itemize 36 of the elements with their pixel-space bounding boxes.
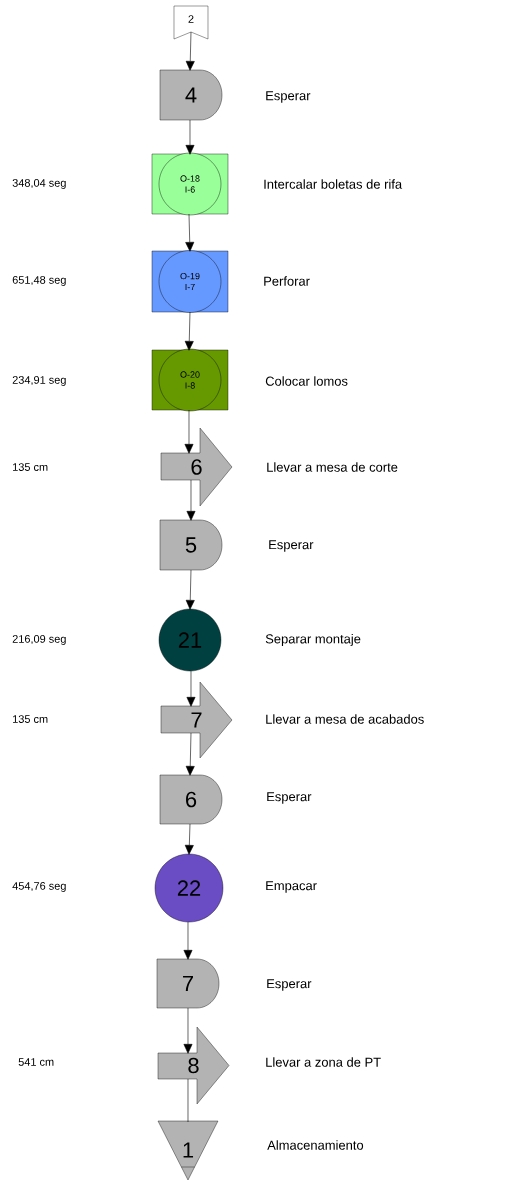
arrow [183, 921, 193, 960]
arrow [185, 119, 195, 155]
step-label: Almacenamiento [267, 1140, 364, 1150]
measure-label: 216,09 seg [12, 635, 66, 645]
arrow [186, 670, 196, 707]
arrow [185, 213, 195, 252]
step-label: Perforar [264, 276, 310, 286]
step-label: Empacar [266, 881, 317, 893]
connector-line [187, 1078, 189, 1123]
measure-label: 135 cm [13, 715, 48, 723]
step-label: Esperar [267, 792, 312, 804]
arrow [185, 569, 195, 610]
measure-label: 541 cm [18, 1058, 54, 1066]
storage-triangle: 1 [157, 1120, 219, 1180]
step-label: Colocar lomos [265, 376, 348, 386]
step-label: Separar montaje [265, 633, 361, 647]
measure-label: 651,48 seg [12, 276, 66, 286]
arrow [183, 1007, 193, 1054]
arrow [184, 823, 194, 855]
step-label: Llevar a mesa de corte [267, 462, 398, 472]
step-label: Esperar [266, 91, 311, 103]
measure-label: 135 cm [13, 463, 48, 471]
step-label: Llevar a zona de PT [266, 1057, 381, 1067]
step-label: Intercalar boletas de rifa [264, 179, 403, 189]
arrow [186, 479, 196, 521]
step-label: Esperar [269, 540, 314, 552]
arrow [184, 409, 194, 454]
arrow [185, 31, 195, 71]
arrow [184, 311, 194, 351]
arrow [185, 732, 195, 776]
step-label: Esperar [267, 979, 312, 991]
offpage-connector: 2 [173, 5, 209, 40]
step-label: Llevar a mesa de acabados [266, 714, 424, 724]
measure-label: 348,04 seg [12, 179, 66, 189]
measure-label: 234,91 seg [12, 376, 66, 386]
measure-label: 454,76 seg [12, 882, 66, 892]
